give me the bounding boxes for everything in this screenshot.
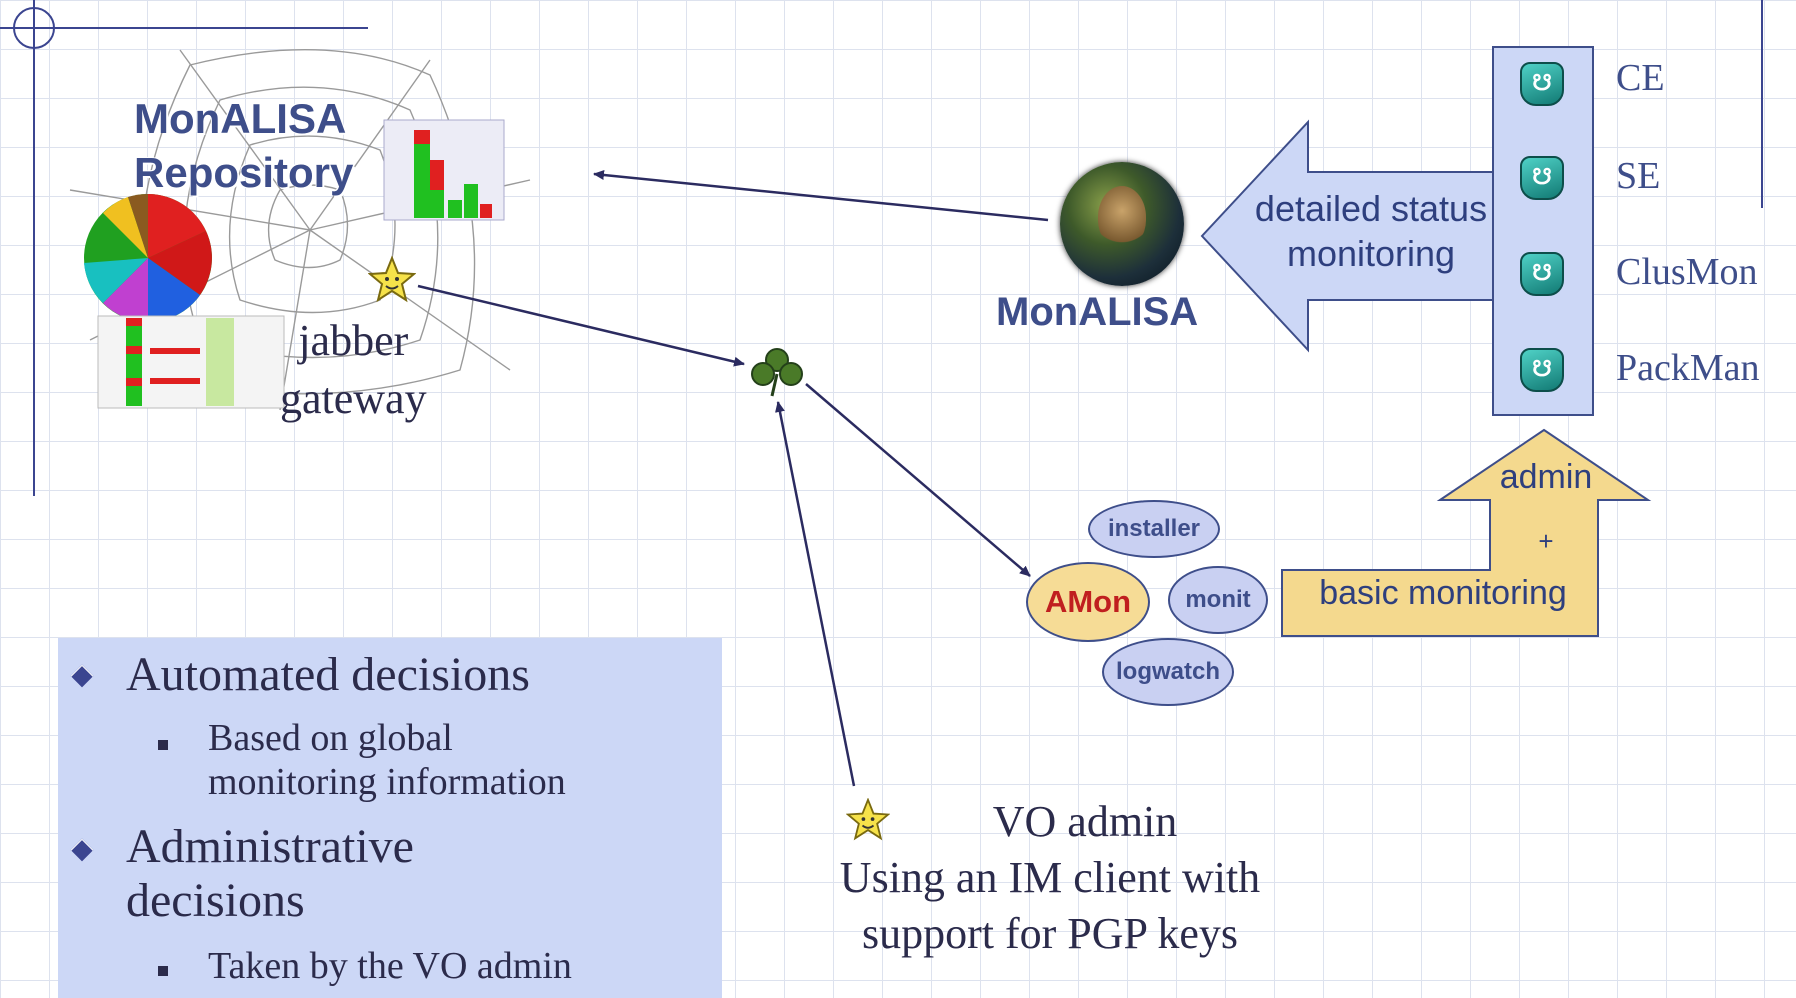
repository-title-line2: Repository xyxy=(134,149,354,196)
repository-title-line1: MonALISA xyxy=(134,95,347,142)
admin-arrow-basic-monitoring: basic monitoring xyxy=(1319,574,1567,612)
gateway-label: jabber gateway xyxy=(280,312,427,428)
bullet-square-icon xyxy=(158,740,168,750)
histogram-chart xyxy=(383,119,505,221)
monalisa-label: MonALISA xyxy=(996,290,1199,334)
vo-admin-label: VO admin Using an IM client with support… xyxy=(780,794,1320,962)
status-arrow-line1: detailed status xyxy=(1254,188,1488,229)
monalisa-to-repository-arrow xyxy=(593,170,1049,222)
gateway-star-icon xyxy=(368,256,416,303)
notes-panel xyxy=(58,638,722,998)
note-item2-line1: Administrative xyxy=(126,820,414,873)
packman-service-icon: ☋ xyxy=(1520,348,1564,392)
note-sub1-line1: Based on global xyxy=(208,717,453,759)
status-arrow-shape xyxy=(1200,119,1495,353)
status-table xyxy=(97,315,285,409)
vo-admin-title: VO admin xyxy=(992,797,1178,846)
note-automated-decisions: Automated decisions xyxy=(126,648,530,701)
note-item2-line2: decisions xyxy=(126,874,305,927)
service-label-ce: CE xyxy=(1616,57,1665,99)
vo-admin-star-icon xyxy=(846,798,890,841)
repository-artwork xyxy=(69,48,531,411)
status-arrow-line2: monitoring xyxy=(1286,233,1456,274)
ce-service-icon: ☋ xyxy=(1520,62,1564,106)
gateway-label-line1: jabber xyxy=(298,316,409,365)
monalisa-portrait-icon xyxy=(1098,186,1146,248)
clusmon-service-icon: ☋ xyxy=(1520,252,1564,296)
note-sub1-line2: monitoring information xyxy=(208,761,566,803)
admin-arrow-label: admin xyxy=(1499,458,1593,496)
clover-to-amon-arrow xyxy=(805,383,1031,577)
repository-title: MonALISA Repository xyxy=(134,92,353,200)
amon-bubble: AMon xyxy=(1026,562,1150,642)
gateway-label-line2: gateway xyxy=(280,374,427,423)
installer-bubble: installer xyxy=(1088,500,1220,558)
service-label-packman: PackMan xyxy=(1616,347,1760,389)
bullet-square-icon xyxy=(158,966,168,976)
note-taken-by-vo-admin: Taken by the VO admin xyxy=(208,945,572,987)
clover-icon xyxy=(751,348,803,397)
note-administrative-decisions: Administrative decisions xyxy=(126,820,414,928)
vo-admin-line3: support for PGP keys xyxy=(861,909,1239,958)
admin-arrow-shape xyxy=(1281,428,1652,637)
logwatch-bubble: logwatch xyxy=(1102,638,1234,706)
service-label-se: SE xyxy=(1616,155,1661,197)
status-arrow-label: detailed status monitoring xyxy=(1226,186,1516,276)
monit-bubble: monit xyxy=(1168,566,1268,634)
gateway-to-clover-arrow xyxy=(417,284,745,367)
pie-chart xyxy=(84,193,212,322)
admin-arrow-plus: + xyxy=(1538,526,1554,556)
se-service-icon: ☋ xyxy=(1520,156,1564,200)
service-label-clusmon: ClusMon xyxy=(1616,251,1758,293)
note-based-on-global: Based on global monitoring information xyxy=(208,716,566,804)
vo-admin-line2: Using an IM client with xyxy=(839,853,1261,902)
voadmin-to-clover-arrow xyxy=(775,401,856,787)
